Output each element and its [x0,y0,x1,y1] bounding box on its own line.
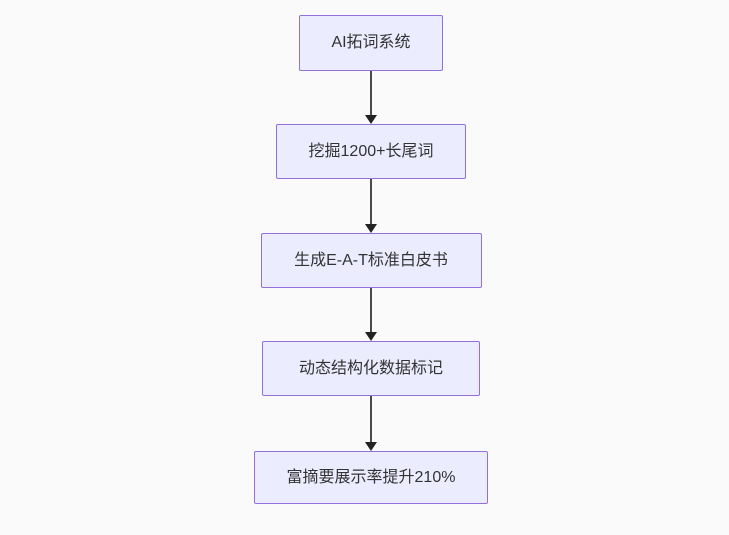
arrowhead-down-icon [365,442,377,451]
arrowhead-down-icon [365,115,377,124]
flowchart: AI拓词系统 挖掘1200+长尾词 生成E-A-T标准白皮书 动态结构化数据标记 [254,15,488,504]
flow-node-label: AI拓词系统 [331,34,411,51]
arrowhead-down-icon [365,332,377,341]
flow-node-ai-word-system: AI拓词系统 [299,15,443,71]
edge-line [370,71,372,115]
flow-edge-4 [365,396,377,451]
flow-node-longtail-mining: 挖掘1200+长尾词 [276,124,466,179]
flow-node-label: 生成E-A-T标准白皮书 [294,251,448,269]
flow-node-structured-data: 动态结构化数据标记 [262,341,480,396]
flow-node-eat-whitepaper: 生成E-A-T标准白皮书 [260,233,482,288]
flow-node-label: 富摘要展示率提升210% [286,468,456,486]
edge-line [370,396,372,442]
flow-node-label: 挖掘1200+长尾词 [308,142,434,160]
flow-edge-1 [365,71,377,124]
flow-edge-3 [365,288,377,341]
flow-node-rich-snippet-result: 富摘要展示率提升210% [254,451,488,504]
arrowhead-down-icon [365,224,377,233]
flow-node-label: 动态结构化数据标记 [298,359,443,377]
flow-edge-2 [365,179,377,233]
edge-line [370,179,372,224]
edge-line [370,288,372,332]
